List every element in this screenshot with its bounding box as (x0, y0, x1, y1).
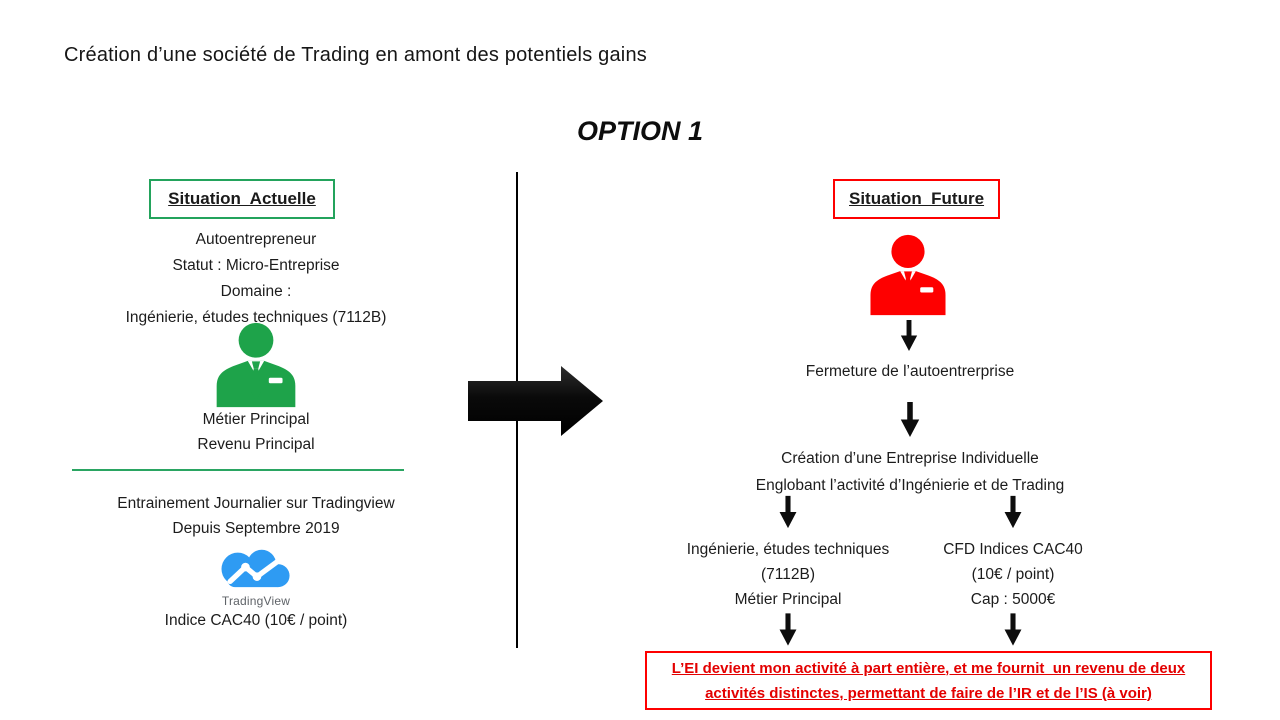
situation-future-header: Situation Future (833, 179, 1001, 219)
situation-actuelle-header: Situation Actuelle (149, 179, 335, 219)
branch-trading: CFD Indices CAC40 (10€ / point) Cap : 50… (913, 537, 1113, 612)
down-arrow-icon (900, 320, 918, 351)
down-arrow-icon (1004, 495, 1022, 529)
role-line: Revenu Principal (197, 436, 315, 453)
current-status-block: Autoentrepreneur Statut : Micro-Entrepri… (56, 227, 456, 331)
role-line: Métier Principal (202, 411, 310, 428)
businessman-green-icon (216, 322, 296, 408)
down-arrow-icon (779, 495, 797, 529)
branch-line: Ingénierie, études techniques (686, 541, 890, 558)
tradingview-label: TradingView (221, 594, 291, 608)
step-fermeture: Fermeture de l’autoentrerprise (805, 363, 1015, 380)
branch-line: (10€ / point) (971, 566, 1055, 583)
creation-line: Englobant l’activité d’Ingénierie et de … (755, 477, 1065, 494)
index-line: Indice CAC40 (10€ / point) (164, 612, 348, 629)
tradingview-cloud-icon (221, 549, 290, 588)
training-block: Entrainement Journalier sur Tradingview … (46, 491, 466, 541)
down-arrow-icon (900, 401, 920, 438)
status-line: Ingénierie, études techniques (7112B) (125, 309, 387, 326)
creation-line: Création d’une Entreprise Individuelle (781, 450, 1039, 467)
status-line: Statut : Micro-Entreprise (172, 257, 340, 274)
conclusion-box: L’EI devient mon activité à part entière… (645, 651, 1212, 710)
branch-line: Métier Principal (734, 591, 842, 608)
conclusion-line: activités distinctes, permettant de fair… (705, 684, 1152, 702)
branch-line: CFD Indices CAC40 (943, 541, 1083, 558)
option-heading: OPTION 1 (576, 116, 704, 146)
branch-engineering: Ingénierie, études techniques (7112B) Mé… (658, 537, 918, 612)
businessman-red-icon (870, 234, 946, 316)
role-block: Métier Principal Revenu Principal (56, 407, 456, 457)
step-creation: Création d’une Entreprise Individuelle E… (660, 445, 1160, 499)
status-line: Domaine : (220, 283, 292, 300)
training-line: Depuis Septembre 2019 (172, 520, 340, 537)
conclusion-line: L’EI devient mon activité à part entière… (671, 659, 1186, 677)
tradingview-logo: TradingView (156, 543, 356, 608)
down-arrow-icon (1004, 613, 1022, 646)
page-title: Création d’une société de Trading en amo… (64, 44, 647, 66)
transition-right-arrow-icon (468, 366, 603, 436)
branch-line: (7112B) (761, 566, 815, 583)
training-line: Entrainement Journalier sur Tradingview (117, 495, 395, 512)
section-divider-line (72, 469, 404, 471)
branch-line: Cap : 5000€ (970, 591, 1056, 608)
status-line: Autoentrepreneur (195, 231, 317, 248)
down-arrow-icon (779, 613, 797, 646)
